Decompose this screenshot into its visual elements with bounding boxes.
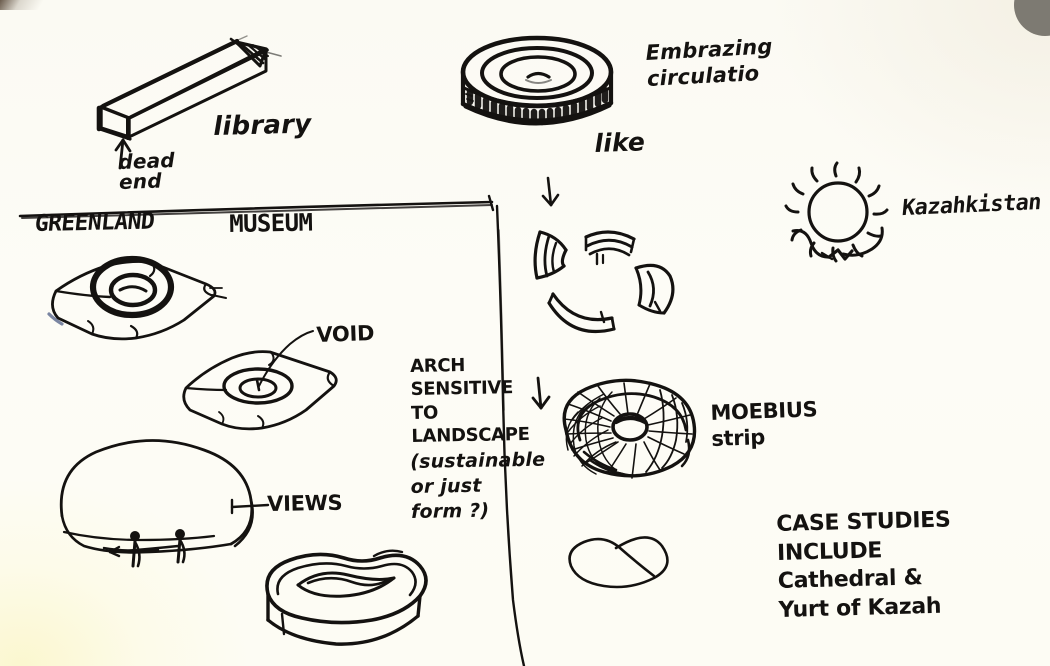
label-library: library [212,109,312,142]
label-dead-end: dead end [117,148,176,194]
sketch-moebius-torus [562,378,697,479]
label-views: VIEWS [266,490,343,516]
label-sustainable-or-just-form: (sustainable or just form ?) [410,448,546,524]
sketch-sun-plan [784,161,889,263]
down-arrow-lower [531,376,551,410]
label-greenland: GREENLAND [33,208,156,238]
divider-horizontal [18,194,495,219]
sketch-dead-end-arrow [114,138,132,170]
label-moebius-strip: MOEBIUS strip [710,397,818,452]
sketch-kidney-slab [265,549,428,646]
sketch-infinity-loop [568,536,669,589]
label-kazahkistan: Kazahkistan [900,189,1043,222]
label-embracing-circulation: Embrazing circulatio [645,34,774,91]
sketch-crater-landscape-small [182,330,338,431]
label-void: VOID [315,320,375,347]
sketch-dome-views [59,439,270,568]
label-arch-sensitive-to-landscape: ARCH SENSITIVE TO LANDSCAPE [410,355,530,448]
label-case-studies: CASE STUDIES INCLUDE Cathedral & Yurt of… [776,507,951,623]
label-museum: MUSEUM [228,208,313,238]
label-like: like [593,127,646,158]
down-arrow-upper [541,176,560,207]
sketch-library-bar [96,35,282,141]
sketch-concentric-disc [460,35,614,126]
sketch-arc-fragments [533,230,675,334]
sketch-crater-landscape-large [47,255,227,341]
divider-vertical [495,204,526,666]
